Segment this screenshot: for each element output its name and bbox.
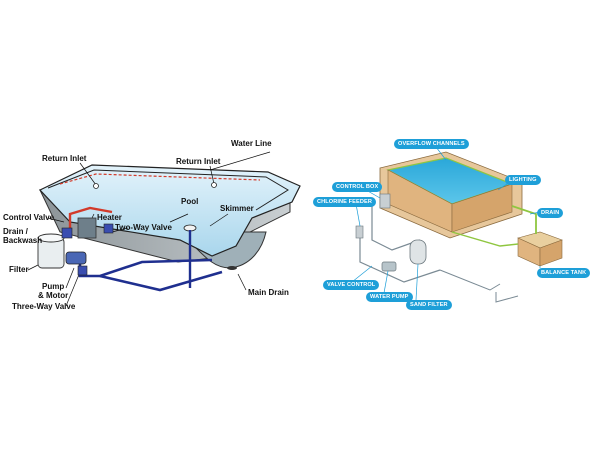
pool-water xyxy=(39,164,301,257)
tag-balance-tank: BALANCE TANK xyxy=(537,268,591,278)
chlorine-feeder-unit xyxy=(355,225,364,239)
leader-water-line xyxy=(209,151,271,171)
tag-water-pump: WATER PUMP xyxy=(366,292,413,302)
label-pump-motor: Pump & Motor xyxy=(38,282,69,300)
leader-sand-filter xyxy=(415,263,419,301)
leader-return-inlet-right xyxy=(209,165,215,185)
label-main-drain: Main Drain xyxy=(248,288,289,297)
leader-two-way-valve xyxy=(111,227,129,233)
leader-control-valve xyxy=(47,217,65,223)
label-filter: Filter xyxy=(9,265,29,274)
suction-pipe-main xyxy=(78,258,213,278)
balance-tank-side xyxy=(539,239,563,267)
label-pool: Pool xyxy=(181,197,199,206)
suction-pipe-drain xyxy=(99,270,223,292)
water-pump-unit xyxy=(381,261,397,272)
plumbing-line-2 xyxy=(371,204,421,251)
three-way-valve-body xyxy=(77,265,88,276)
pool-side-wall xyxy=(451,183,513,233)
label-return-inlet-left: Return Inlet xyxy=(42,154,87,163)
label-drain-line1: Drain / xyxy=(3,227,28,236)
heater-unit xyxy=(77,217,97,239)
plumbing-line-3 xyxy=(439,269,501,291)
tag-sand-filter: SAND FILTER xyxy=(406,300,452,310)
label-three-way-valve: Three-Way Valve xyxy=(12,302,76,311)
label-return-inlet-right: Return Inlet xyxy=(176,157,221,166)
tag-chlorine-feeder: CHLORINE FEEDER xyxy=(313,197,376,207)
leader-skimmer xyxy=(209,213,229,227)
right-pool-diagram xyxy=(351,146,563,303)
label-water-line: Water Line xyxy=(231,139,272,148)
leader-return-inlet-left xyxy=(79,162,97,186)
return-line-red xyxy=(59,173,261,185)
leader-pump xyxy=(65,267,75,289)
leader-valve-control xyxy=(351,265,373,283)
overflow-pipe xyxy=(511,205,537,234)
control-box-unit xyxy=(379,193,391,209)
sand-filter-tank xyxy=(409,239,427,265)
leader-pool xyxy=(169,213,189,223)
tag-valve-control: VALVE CONTROL xyxy=(323,280,380,290)
two-way-valve-body xyxy=(103,223,114,234)
leader-chlorine xyxy=(355,203,361,227)
label-two-way-valve: Two-Way Valve xyxy=(115,223,172,232)
tag-overflow-channels: OVERFLOW CHANNELS xyxy=(394,139,469,149)
main-drain-grate xyxy=(227,266,237,270)
pump-motor-unit xyxy=(65,251,87,265)
left-pool-diagram xyxy=(27,151,301,307)
leader-water-pump xyxy=(383,270,389,294)
plumbing-line-4 xyxy=(495,292,519,303)
overflow-return-pipe xyxy=(451,231,519,247)
plumbing-line-1 xyxy=(359,236,441,283)
label-drain-backwash: Drain / Backwash xyxy=(3,227,43,245)
leader-overflow xyxy=(435,146,447,161)
label-pump-line1: Pump xyxy=(41,282,65,291)
return-pipe-heater xyxy=(68,206,113,236)
return-inlet-left-marker xyxy=(93,183,99,189)
label-pump-line2: & Motor xyxy=(38,290,69,300)
pool-rim xyxy=(47,169,289,211)
return-inlet-right-marker xyxy=(211,182,217,188)
control-valve-body xyxy=(61,227,73,239)
label-skimmer: Skimmer xyxy=(220,204,254,213)
label-drain-line2: Backwash xyxy=(3,235,43,245)
leader-main-drain xyxy=(237,273,247,291)
leader-three-way-valve xyxy=(65,271,81,307)
tag-drain: DRAIN xyxy=(537,208,564,218)
tag-control-box: CONTROL BOX xyxy=(332,182,383,192)
label-control-valve: Control Valve xyxy=(3,213,55,222)
tag-lighting: LIGHTING xyxy=(505,175,541,185)
label-heater: Heater xyxy=(97,213,122,222)
